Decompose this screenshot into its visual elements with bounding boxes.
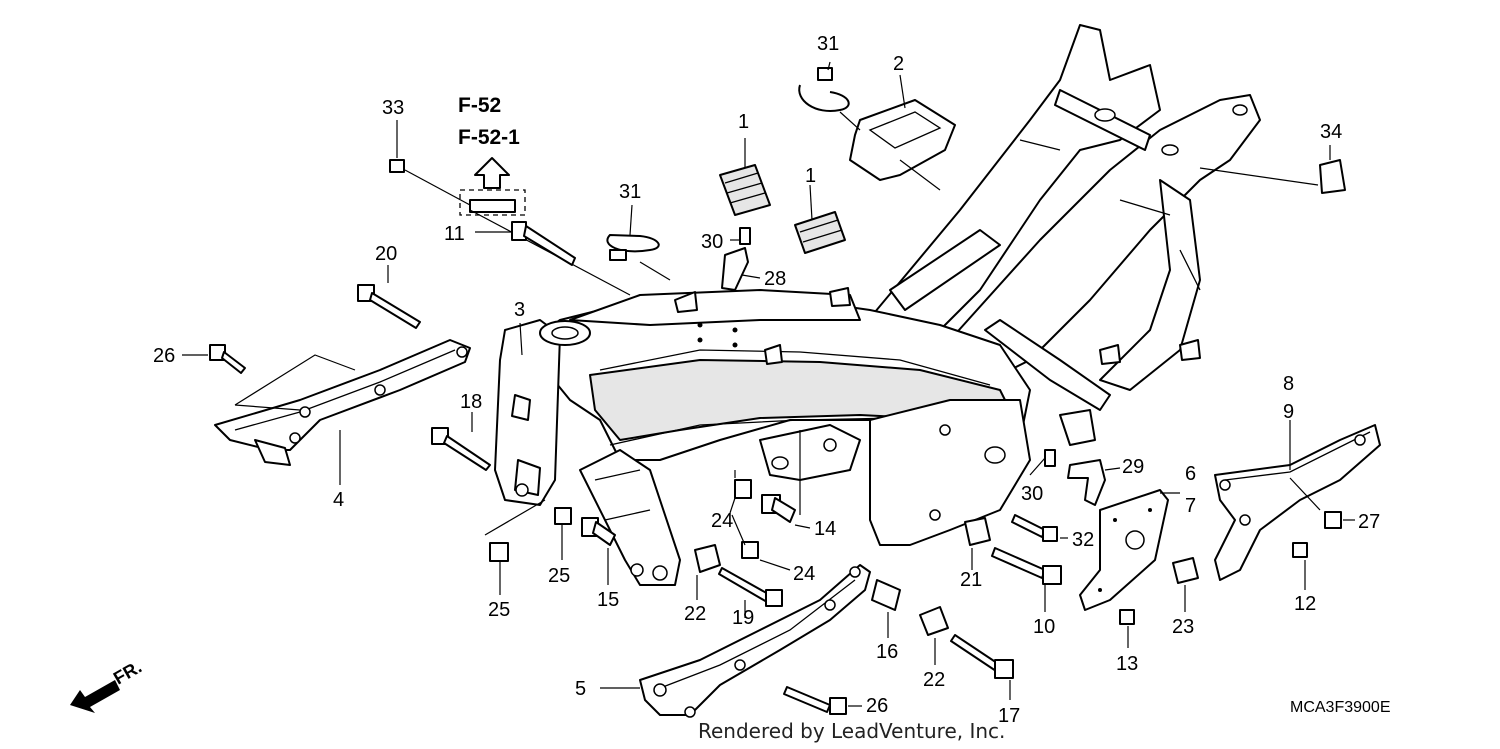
callout-1a: 1 [738,111,749,133]
part-4-bracket [214,339,471,485]
callout-25b: 25 [488,599,510,621]
part-8-9-bracket [1214,420,1381,581]
callout-26b: 26 [866,695,888,717]
part-2-bracket [849,74,956,191]
callout-27: 27 [1358,511,1380,533]
ref-f52[interactable]: F-52 [458,94,501,117]
callout-31b: 31 [619,181,641,203]
callout-15: 15 [597,589,619,611]
callout-5: 5 [575,678,586,700]
callout-labels: F-52 F-52-1 1 1 2 3 4 5 6 7 8 9 10 11 12… [153,33,1380,727]
callout-4: 4 [333,489,344,511]
callout-22b: 22 [923,669,945,691]
callout-24b: 24 [793,563,815,585]
callout-25a: 25 [548,565,570,587]
callout-16: 16 [876,641,898,663]
part-1-covers [719,138,846,254]
callout-23: 23 [1172,616,1194,638]
callout-12: 12 [1294,593,1316,615]
drawing-code: MCA3F3900E [1290,699,1391,716]
callout-8: 8 [1283,373,1294,395]
callout-34: 34 [1320,121,1342,143]
callout-18: 18 [460,391,482,413]
callout-21: 21 [960,569,982,591]
callout-28: 28 [764,268,786,290]
callout-20: 20 [375,243,397,265]
callout-31a: 31 [817,33,839,55]
main-frame [494,24,1261,586]
callout-32: 32 [1072,529,1094,551]
callout-22a: 22 [684,603,706,625]
callout-11: 11 [444,223,465,245]
callout-30a: 30 [701,231,723,253]
callout-6: 6 [1185,463,1196,485]
callout-29: 29 [1122,456,1144,478]
part-30-28 [721,227,1121,506]
callout-13: 13 [1116,653,1138,675]
callout-9: 9 [1283,401,1294,423]
callout-24a: 24 [711,510,733,532]
fasteners [182,120,1355,715]
callout-26a: 26 [153,345,175,367]
callout-33: 33 [382,97,404,119]
callout-14: 14 [814,518,836,540]
callout-7: 7 [1185,495,1196,517]
callout-17: 17 [998,705,1020,727]
ref-f52-1[interactable]: F-52-1 [458,126,520,149]
callout-30b: 30 [1021,483,1043,505]
credit-text: Rendered by LeadVenture, Inc. [698,719,1005,743]
part-5-bracket [600,564,871,718]
callout-3: 3 [514,299,525,321]
part-6-7-plate [1079,489,1180,611]
front-arrow-icon: FR. [70,657,145,713]
callout-19: 19 [732,607,754,629]
callout-1b: 1 [805,165,816,187]
callout-2: 2 [893,53,904,75]
callout-10: 10 [1033,616,1055,638]
part-31-clamps [606,61,861,281]
